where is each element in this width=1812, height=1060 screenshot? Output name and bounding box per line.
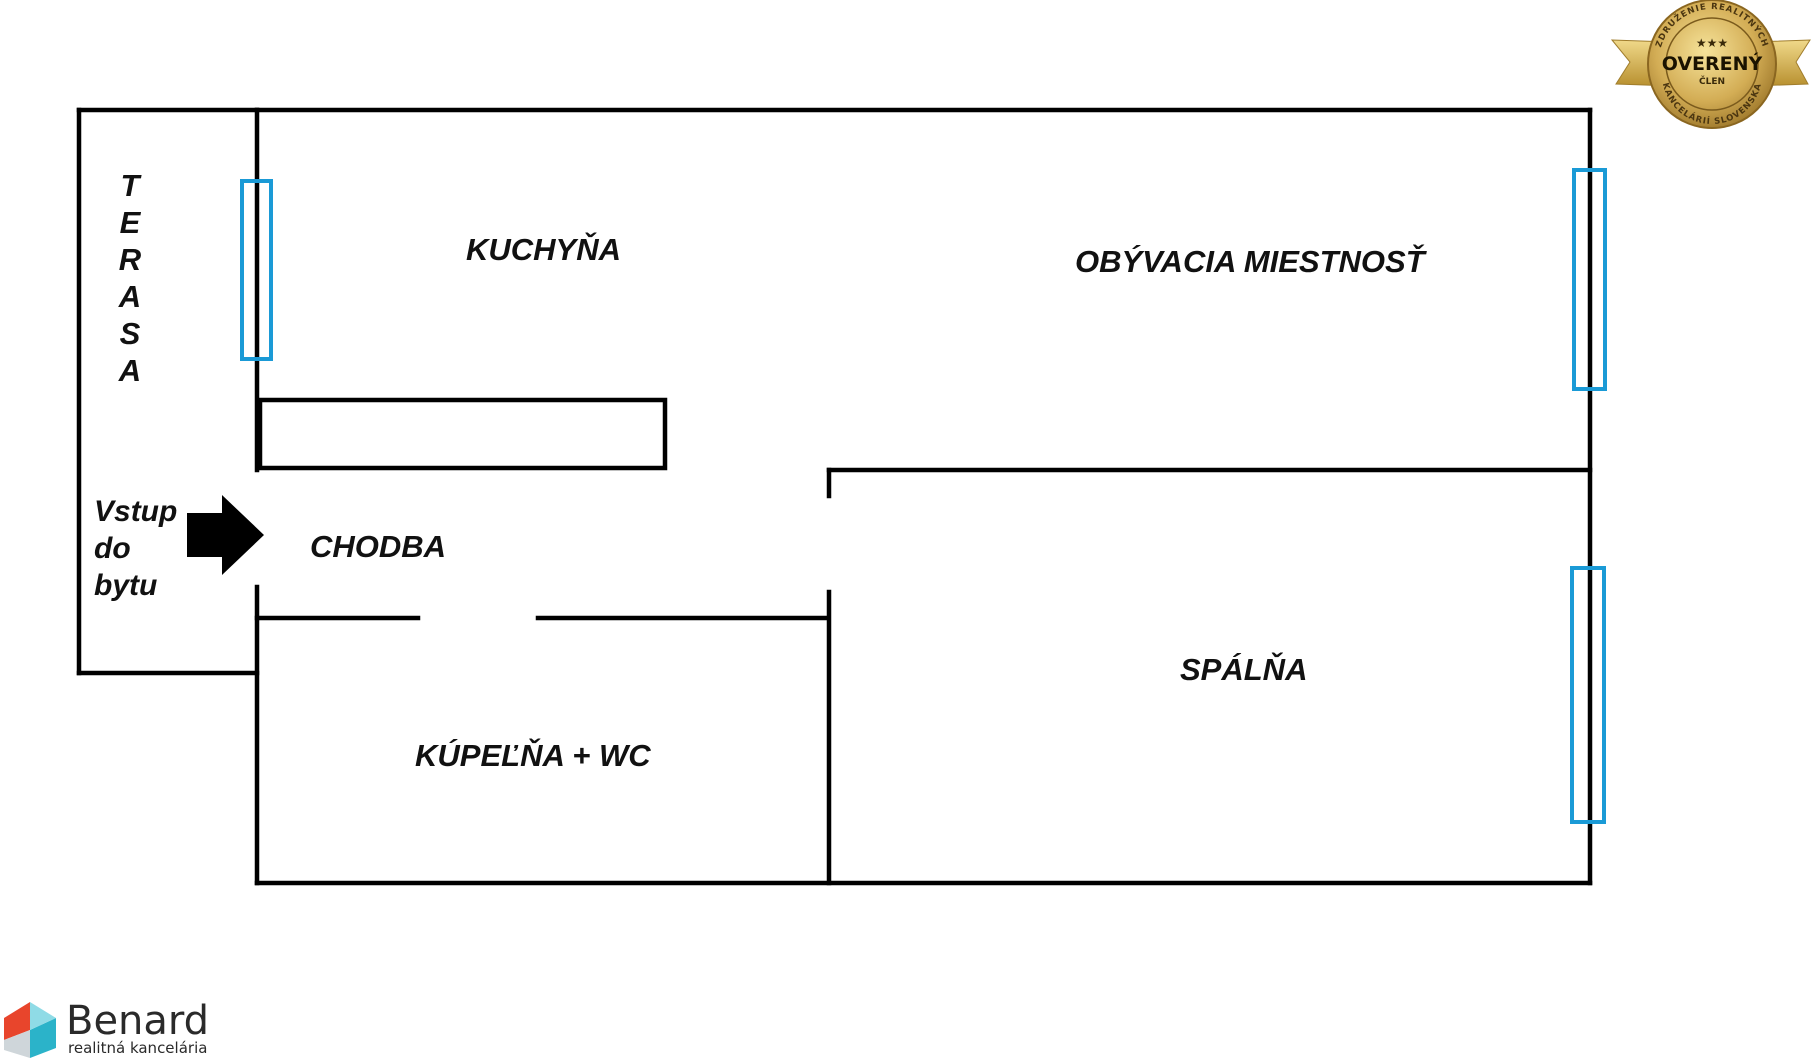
room-labels: KUCHYŇA OBÝVACIA MIESTNOSŤ CHODBA SPÁLŇA… [310,231,1428,773]
kitchen-window [240,179,273,361]
logo-tagline: realitná kancelária [68,1039,207,1057]
terrace-letter: A [118,353,141,388]
terrace-letter: A [118,279,141,314]
terrace-letter: S [120,316,141,351]
entrance-line: do [94,532,131,565]
logo-cube-icon [4,1002,56,1058]
terrace-label: T E R A S A [118,168,143,388]
kitchen-label: KUCHYŇA [466,231,621,267]
entrance-arrow-icon [187,495,264,575]
seal-inner-ring [1665,17,1759,111]
terrace-letter: R [119,242,142,277]
living-room-window [1572,168,1607,391]
living-room-label: OBÝVACIA MIESTNOSŤ [1075,243,1428,279]
seal-sub: ČLEN [1699,75,1725,87]
logo-name: Benard [66,998,209,1044]
bathroom-label: KÚPEĽŇA + WC [415,737,651,773]
terrace-letter: T [121,168,143,203]
walls [76,107,1593,886]
hallway-label: CHODBA [310,529,446,564]
entrance-line: bytu [94,569,157,602]
verified-member-seal: ZDRUŽENIE REALITNÝCH KANCELÁRIÍ SLOVENSK… [1610,0,1811,129]
terrace-letter: E [120,205,142,240]
seal-stars: ★★★ [1696,36,1728,50]
kitchen-counter [257,397,668,471]
seal-medallion [1647,0,1777,129]
entrance-line: Vstup [94,495,177,528]
benard-logo: Benard realitná kancelária [4,998,209,1058]
entrance-label: Vstup do bytu [94,495,177,602]
bedroom-label: SPÁLŇA [1180,651,1307,687]
windows [240,168,1607,824]
bedroom-window [1570,566,1606,824]
seal-main: OVERENÝ [1662,51,1763,75]
